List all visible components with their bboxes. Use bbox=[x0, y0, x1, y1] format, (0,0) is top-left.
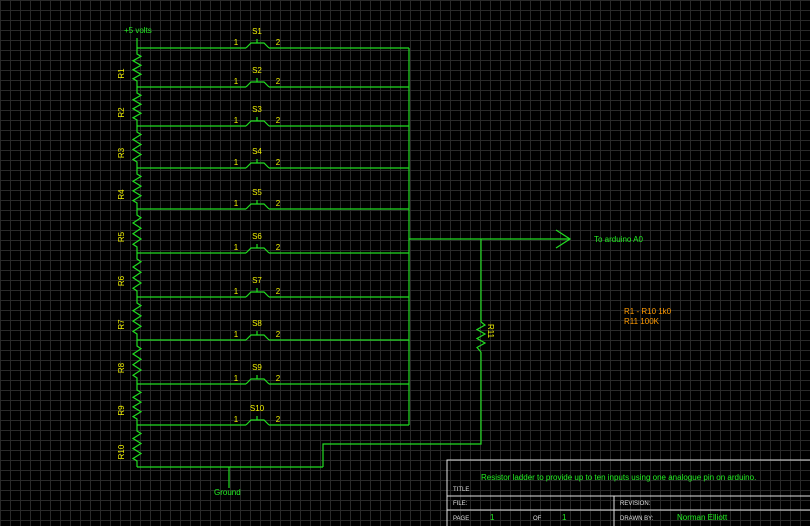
output-label: To arduino A0 bbox=[594, 235, 643, 244]
switch-label-s2: S2 bbox=[252, 66, 262, 75]
supply-label: +5 volts bbox=[124, 26, 152, 35]
page-total: 1 bbox=[562, 513, 567, 522]
pin-1-label: 1 bbox=[234, 116, 239, 125]
switch-label-s7: S7 bbox=[252, 276, 262, 285]
resistor-label-r7: R7 bbox=[117, 319, 126, 330]
resistor-r3 bbox=[131, 126, 143, 168]
switch-s3: S3 1 2 bbox=[137, 105, 409, 127]
pin-1-label: 1 bbox=[234, 199, 239, 208]
switch-s4: S4 1 2 bbox=[137, 147, 409, 169]
switch-label-s10: S10 bbox=[250, 404, 265, 413]
pin-1-label: 1 bbox=[234, 243, 239, 252]
resistor-r1 bbox=[131, 48, 143, 87]
value-note-1: R1 - R10 1k0 bbox=[624, 307, 672, 316]
pin-2-label: 2 bbox=[276, 38, 281, 47]
switch-label-s6: S6 bbox=[252, 232, 262, 241]
revision-label: REVISION: bbox=[620, 501, 651, 507]
pin-1-label: 1 bbox=[234, 158, 239, 167]
switch-s8: S8 1 2 bbox=[137, 319, 409, 341]
switch-label-s9: S9 bbox=[252, 363, 262, 372]
pin-1-label: 1 bbox=[234, 77, 239, 86]
resistor-label-r6: R6 bbox=[117, 275, 126, 286]
resistor-r10 bbox=[131, 425, 143, 467]
switch-s10: S10 1 2 bbox=[137, 404, 409, 426]
resistor-label-r8: R8 bbox=[117, 362, 126, 373]
switch-s9: S9 1 2 bbox=[137, 363, 409, 385]
resistor-label-r3: R3 bbox=[117, 147, 126, 158]
pin-1-label: 1 bbox=[234, 287, 239, 296]
resistor-label-r9: R9 bbox=[117, 405, 126, 416]
resistor-r8 bbox=[131, 340, 143, 384]
resistor-r4 bbox=[131, 168, 143, 209]
switch-s7: S7 1 2 bbox=[137, 276, 409, 298]
pin-2-label: 2 bbox=[276, 158, 281, 167]
resistor-label-r4: R4 bbox=[117, 189, 126, 200]
pin-2-label: 2 bbox=[276, 330, 281, 339]
title-label: TITLE bbox=[453, 487, 469, 493]
of-label: OF bbox=[533, 516, 542, 522]
file-label: FILE: bbox=[453, 501, 468, 507]
pin-2-label: 2 bbox=[276, 415, 281, 424]
switch-label-s5: S5 bbox=[252, 188, 262, 197]
resistor-r6 bbox=[131, 253, 143, 297]
pin-2-label: 2 bbox=[276, 199, 281, 208]
switch-s1: S1 1 2 bbox=[137, 27, 409, 49]
r11-ground-wire bbox=[322, 352, 482, 467]
switch-label-s1: S1 bbox=[252, 27, 262, 36]
pin-2-label: 2 bbox=[276, 243, 281, 252]
pin-1-label: 1 bbox=[234, 38, 239, 47]
switch-label-s3: S3 bbox=[252, 105, 262, 114]
resistor-r11 bbox=[475, 321, 487, 353]
page-number: 1 bbox=[490, 513, 495, 522]
switch-label-s4: S4 bbox=[252, 147, 262, 156]
r11-label: R11 bbox=[486, 324, 495, 339]
resistor-label-r10: R10 bbox=[117, 444, 126, 459]
value-note-2: R11 100K bbox=[624, 317, 660, 326]
pin-2-label: 2 bbox=[276, 374, 281, 383]
drawn-by: Norman Elliott bbox=[677, 513, 728, 522]
wires bbox=[136, 38, 572, 488]
resistor-r5 bbox=[131, 209, 143, 253]
resistor-r7 bbox=[131, 297, 143, 340]
resistor-r2 bbox=[131, 87, 143, 126]
pin-2-label: 2 bbox=[276, 287, 281, 296]
switch-s5: S5 1 2 bbox=[137, 188, 409, 210]
resistor-label-r1: R1 bbox=[117, 68, 126, 79]
title-block: Resistor ladder to provide up to ten inp… bbox=[446, 459, 810, 526]
pin-1-label: 1 bbox=[234, 330, 239, 339]
pin-2-label: 2 bbox=[276, 77, 281, 86]
pin-1-label: 1 bbox=[234, 415, 239, 424]
resistor-r9 bbox=[131, 384, 143, 425]
pin-1-label: 1 bbox=[234, 374, 239, 383]
ground-label: Ground bbox=[214, 488, 241, 497]
switch-s2: S2 1 2 bbox=[137, 66, 409, 88]
title-description: Resistor ladder to provide up to ten inp… bbox=[481, 473, 756, 482]
page-label: PAGE bbox=[453, 516, 469, 522]
switch-label-s8: S8 bbox=[252, 319, 262, 328]
drawn-by-label: DRAWN BY: bbox=[620, 516, 654, 522]
pin-2-label: 2 bbox=[276, 116, 281, 125]
resistor-label-r5: R5 bbox=[117, 231, 126, 242]
switch-s6: S6 1 2 bbox=[137, 232, 409, 254]
resistor-label-r2: R2 bbox=[117, 107, 126, 118]
output-arrow bbox=[555, 229, 572, 249]
